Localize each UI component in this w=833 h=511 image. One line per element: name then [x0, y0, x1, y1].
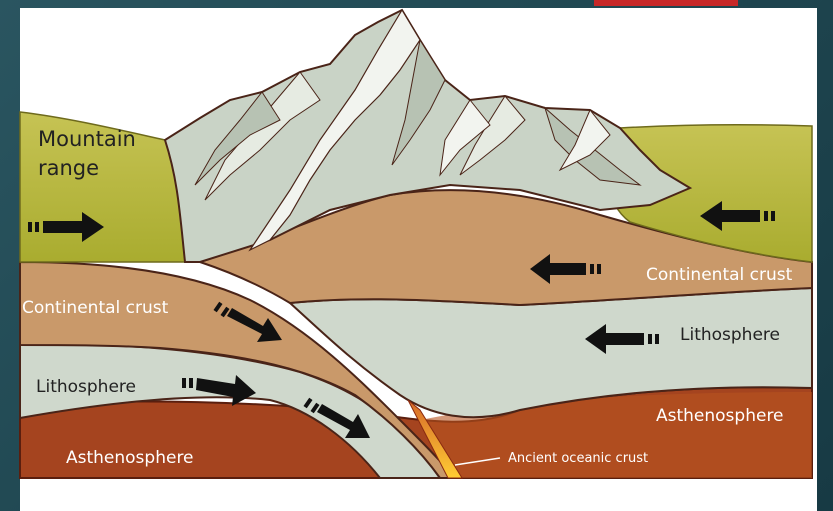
label-mountain-range-line1: Mountain — [38, 127, 136, 151]
label-asthenosphere-left: Asthenosphere — [66, 448, 194, 468]
label-continental-crust-left: Continental crust — [22, 298, 169, 318]
label-lithosphere-left: Lithosphere — [36, 377, 136, 397]
label-ancient-oceanic-crust: Ancient oceanic crust — [508, 451, 648, 466]
label-lithosphere-right: Lithosphere — [680, 325, 780, 345]
label-continental-crust-right: Continental crust — [646, 265, 793, 285]
label-mountain-range-line2: range — [38, 156, 99, 180]
label-asthenosphere-right: Asthenosphere — [656, 406, 784, 426]
